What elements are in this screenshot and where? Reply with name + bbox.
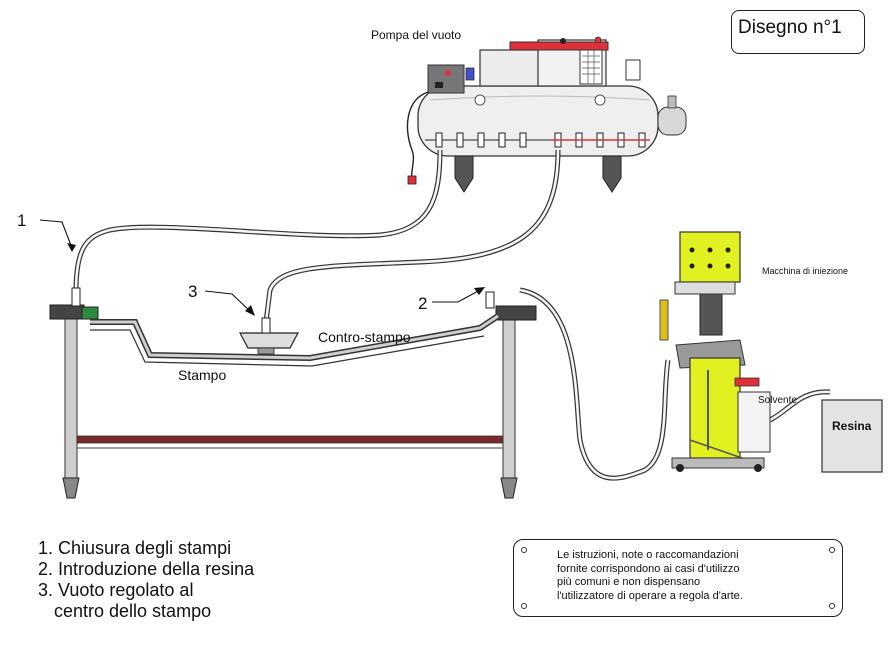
disclaimer-plate: Le istruzioni, note o raccomandazioni fo… <box>513 539 843 617</box>
step-item: 3. Vuoto regolato al <box>38 580 194 600</box>
mold-table <box>49 287 537 499</box>
disclaimer-text: Le istruzioni, note o raccomandazioni fo… <box>557 549 743 603</box>
mold-label: Stampo <box>178 367 226 383</box>
drawing-title-box: Disegno n°1 <box>731 10 865 54</box>
vacuum-cup <box>239 317 299 355</box>
injection-machine <box>659 231 771 472</box>
step-item: centro dello stampo <box>54 601 212 621</box>
steps-list: 1. Chiusura degli stampi 2. Introduzione… <box>38 538 254 622</box>
vacuum-hose-3 <box>263 149 561 323</box>
screw-icon <box>521 547 527 553</box>
screw-icon <box>829 547 835 553</box>
resin-feed-hose <box>768 389 831 423</box>
vacuum-pump <box>406 36 687 193</box>
injection-machine-label: Macchina di iniezione <box>762 266 848 276</box>
resin-container <box>821 399 883 473</box>
disclaimer-line: l'utilizzatore di operare a regola d'art… <box>557 589 743 602</box>
step-item: 2. Introduzione della resina <box>38 559 255 579</box>
callout-arrows <box>39 219 481 314</box>
pump-label: Pompa del vuoto <box>371 28 461 42</box>
resin-hose <box>519 287 671 481</box>
screw-icon <box>521 603 527 609</box>
step-item: 1. Chiusura degli stampi <box>38 538 232 558</box>
callout-3-label: 3 <box>188 282 197 301</box>
disclaimer-line: Le istruzioni, note o raccomandazioni <box>557 549 739 561</box>
resin-label: Resina <box>832 419 872 433</box>
callout-1-label: 1 <box>17 211 26 230</box>
disclaimer-line: fornite corrispondono ai casi d'utilizzo <box>557 562 740 575</box>
screw-icon <box>829 603 835 609</box>
solvent-label: Solvente <box>758 395 797 406</box>
disclaimer-line: più comuni e non dispensano <box>557 576 701 588</box>
counter-mold-label: Contro-stampo <box>318 329 411 345</box>
mold-shell <box>90 313 500 367</box>
vacuum-hose-1 <box>73 149 443 293</box>
callout-2-label: 2 <box>418 294 427 313</box>
drawing-title: Disegno n°1 <box>738 17 842 38</box>
